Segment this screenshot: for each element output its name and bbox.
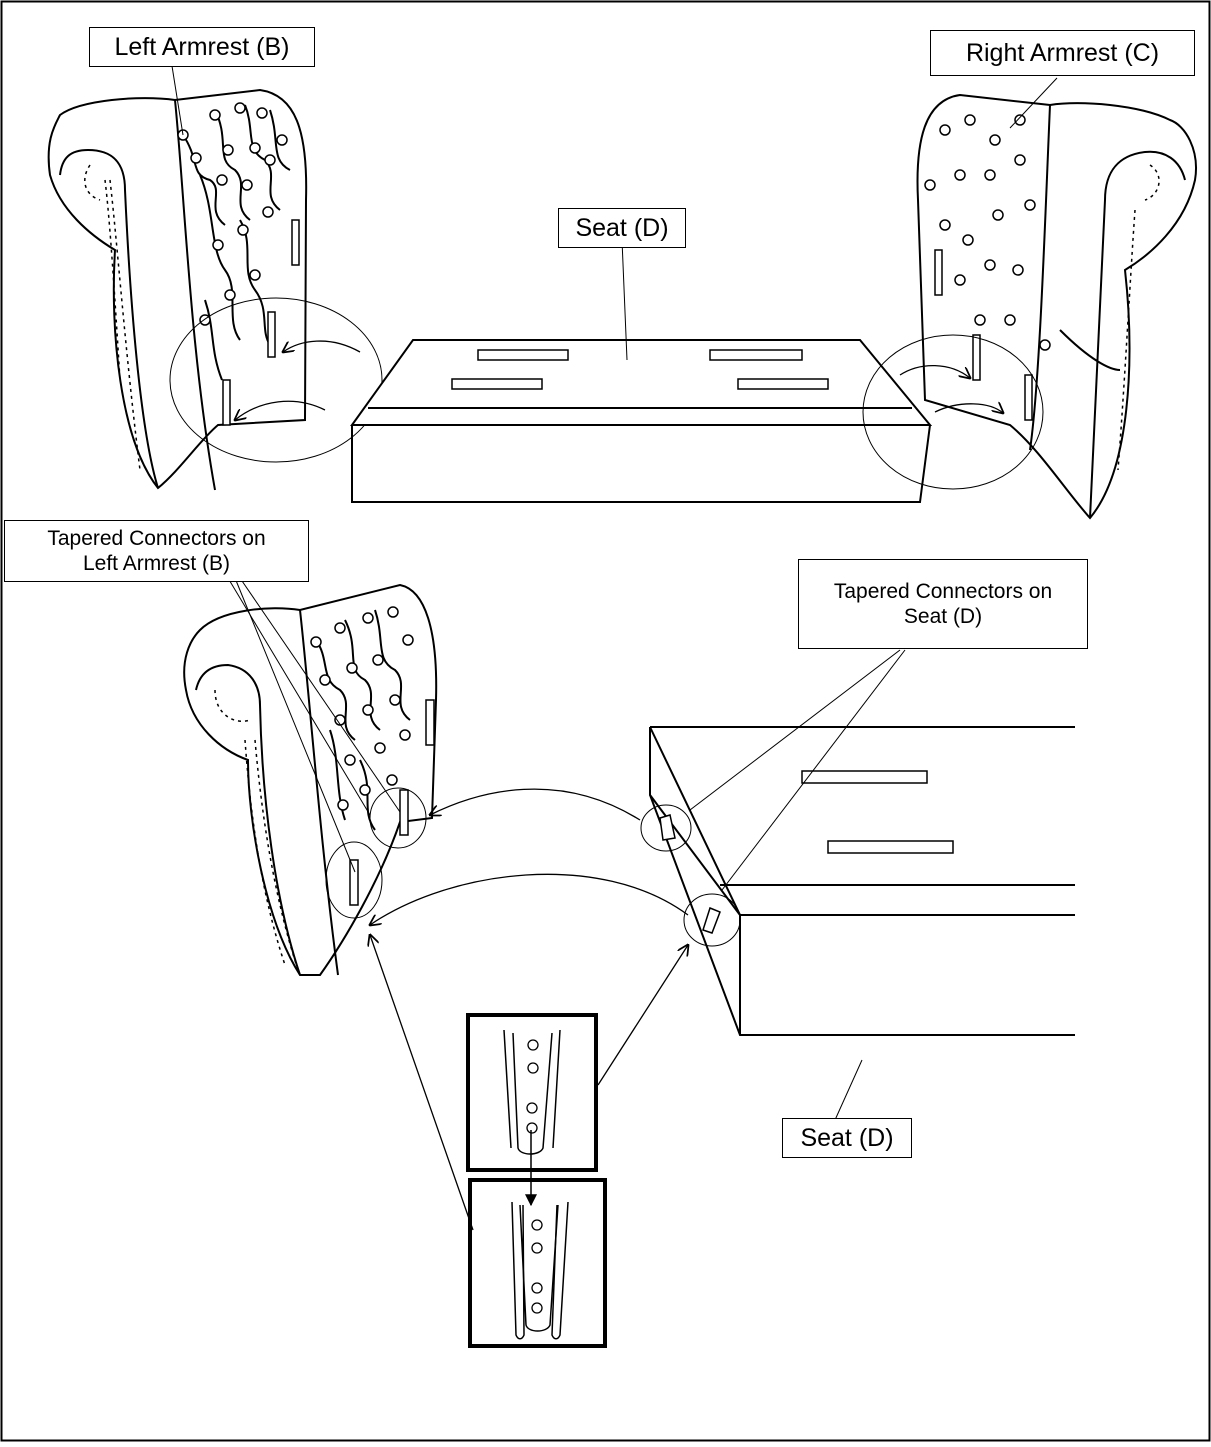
leader-tapered-seat-1 (690, 650, 900, 810)
label-right-armrest: Right Armrest (C) (930, 30, 1195, 76)
armrest-left-top (49, 90, 307, 490)
label-tapered-seat-line1: Tapered Connectors on (834, 579, 1052, 604)
highlight-circle-armrest-connector-1 (370, 788, 426, 848)
label-tapered-left: Tapered Connectors on Left Armrest (B) (4, 520, 309, 582)
connector-detail-top (468, 1015, 596, 1170)
label-left-armrest-text: Left Armrest (B) (114, 33, 289, 61)
arrow-icon (370, 935, 473, 1230)
label-tapered-seat-line2: Seat (D) (904, 604, 982, 629)
armrest-right-top-buttons (925, 115, 1050, 350)
label-right-armrest-text: Right Armrest (C) (966, 39, 1159, 67)
arrow-icon (430, 789, 640, 820)
label-tapered-seat: Tapered Connectors on Seat (D) (798, 559, 1088, 649)
armrest-left-top-buttons (178, 103, 287, 325)
label-left-armrest: Left Armrest (B) (89, 27, 315, 67)
label-seat-bottom-text: Seat (D) (800, 1124, 893, 1152)
label-seat-top: Seat (D) (558, 208, 686, 248)
leader-tapered-seat-2 (722, 650, 905, 890)
seat-bottom (650, 727, 1075, 1035)
arrow-icon (598, 945, 688, 1085)
armrest-left-top-nailheads (85, 165, 140, 470)
label-seat-bottom: Seat (D) (782, 1118, 912, 1158)
connector-detail-bottom (470, 1180, 605, 1346)
arrow-icon (900, 366, 970, 378)
arrow-icon (235, 401, 325, 420)
seat-bottom-connectors (660, 815, 720, 933)
arrow-icon (283, 341, 360, 352)
armrest-left-bottom-nailheads (215, 690, 298, 970)
armrest-left-top-connectors (223, 220, 299, 425)
label-tapered-left-line1: Tapered Connectors on (47, 526, 265, 551)
arrow-icon (370, 874, 688, 925)
label-seat-top-text: Seat (D) (575, 214, 668, 242)
armrest-left-bottom-buttons (311, 607, 413, 810)
seat-top (352, 340, 930, 502)
armrest-right-top (917, 95, 1195, 518)
label-tapered-left-line2: Left Armrest (B) (83, 551, 230, 576)
armrest-left-bottom (184, 585, 436, 975)
leader-seat-bottom (835, 1060, 862, 1120)
